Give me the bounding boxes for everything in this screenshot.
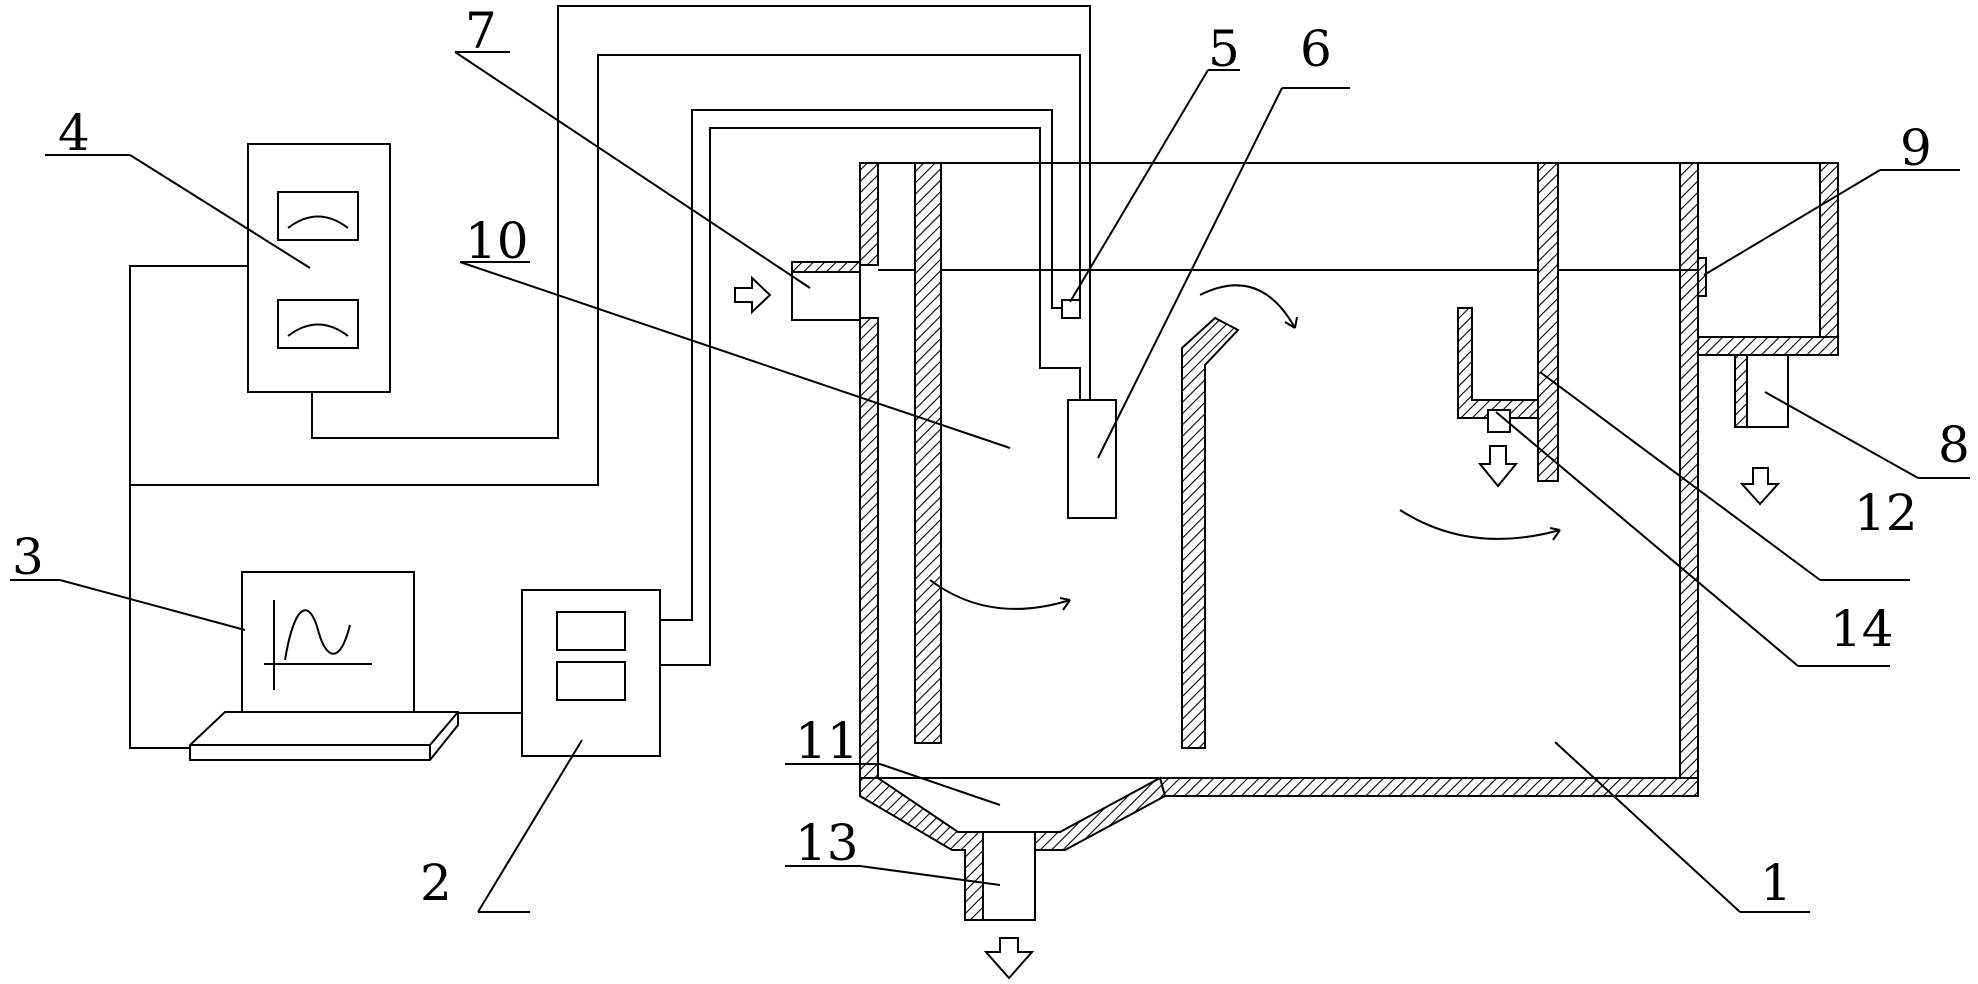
label-14: 14	[1830, 600, 1894, 658]
flow-curve-1	[929, 579, 1071, 610]
weir-drain-pipe	[1487, 409, 1511, 433]
label-10: 10	[465, 212, 529, 270]
computer	[189, 571, 459, 761]
inlet-flow-arrow	[734, 275, 772, 315]
weir-drain-arrow	[1477, 445, 1519, 488]
label-2: 2	[420, 854, 452, 912]
inlet-baffle	[914, 162, 942, 744]
sludge-outlet-pipe	[982, 831, 1036, 921]
electrode-6	[1067, 399, 1117, 519]
part-labels: 7 5 6 4 10 9 8 3 12 14 11 13 2 1	[12, 2, 1970, 912]
label-8: 8	[1938, 416, 1970, 474]
flow-arrows	[734, 275, 1781, 980]
label-5: 5	[1208, 20, 1240, 78]
keyboard-base	[189, 711, 459, 761]
label-4: 4	[58, 104, 90, 162]
label-7: 7	[465, 2, 497, 60]
inclined-baffle	[1181, 316, 1240, 749]
level-sensor	[1697, 257, 1707, 297]
tank	[859, 162, 1839, 921]
controller-unit	[521, 589, 661, 757]
collection-weir	[1457, 307, 1539, 419]
tank-right-wall	[1679, 162, 1699, 779]
label-9: 9	[1900, 119, 1932, 177]
monitor	[241, 571, 415, 713]
sludge-outlet-arrow	[983, 937, 1035, 980]
label-6: 6	[1300, 20, 1332, 78]
wiring	[129, 5, 1091, 749]
label-3: 3	[12, 528, 44, 586]
flow-curve-2	[1199, 284, 1296, 329]
probes	[1061, 299, 1117, 519]
display-2	[556, 661, 626, 701]
probe-5	[1061, 299, 1081, 319]
leader-lines	[10, 51, 1970, 913]
tank-left-wall-lower	[859, 317, 879, 779]
label-12: 12	[1854, 484, 1918, 542]
label-13: 13	[795, 814, 859, 872]
overflow-trough-wall	[1819, 162, 1839, 356]
inlet-pipe	[791, 269, 861, 321]
tank-bottom	[1158, 777, 1699, 797]
overflow-trough-bottom	[1697, 336, 1839, 356]
outlet-baffle	[1537, 162, 1559, 482]
tank-left-wall	[859, 162, 879, 266]
meter-unit	[247, 143, 391, 393]
outlet-flow-arrow	[1739, 467, 1781, 506]
display-1	[556, 611, 626, 651]
flow-curve-3	[1399, 509, 1561, 540]
label-11: 11	[795, 712, 859, 770]
label-1: 1	[1760, 854, 1792, 912]
